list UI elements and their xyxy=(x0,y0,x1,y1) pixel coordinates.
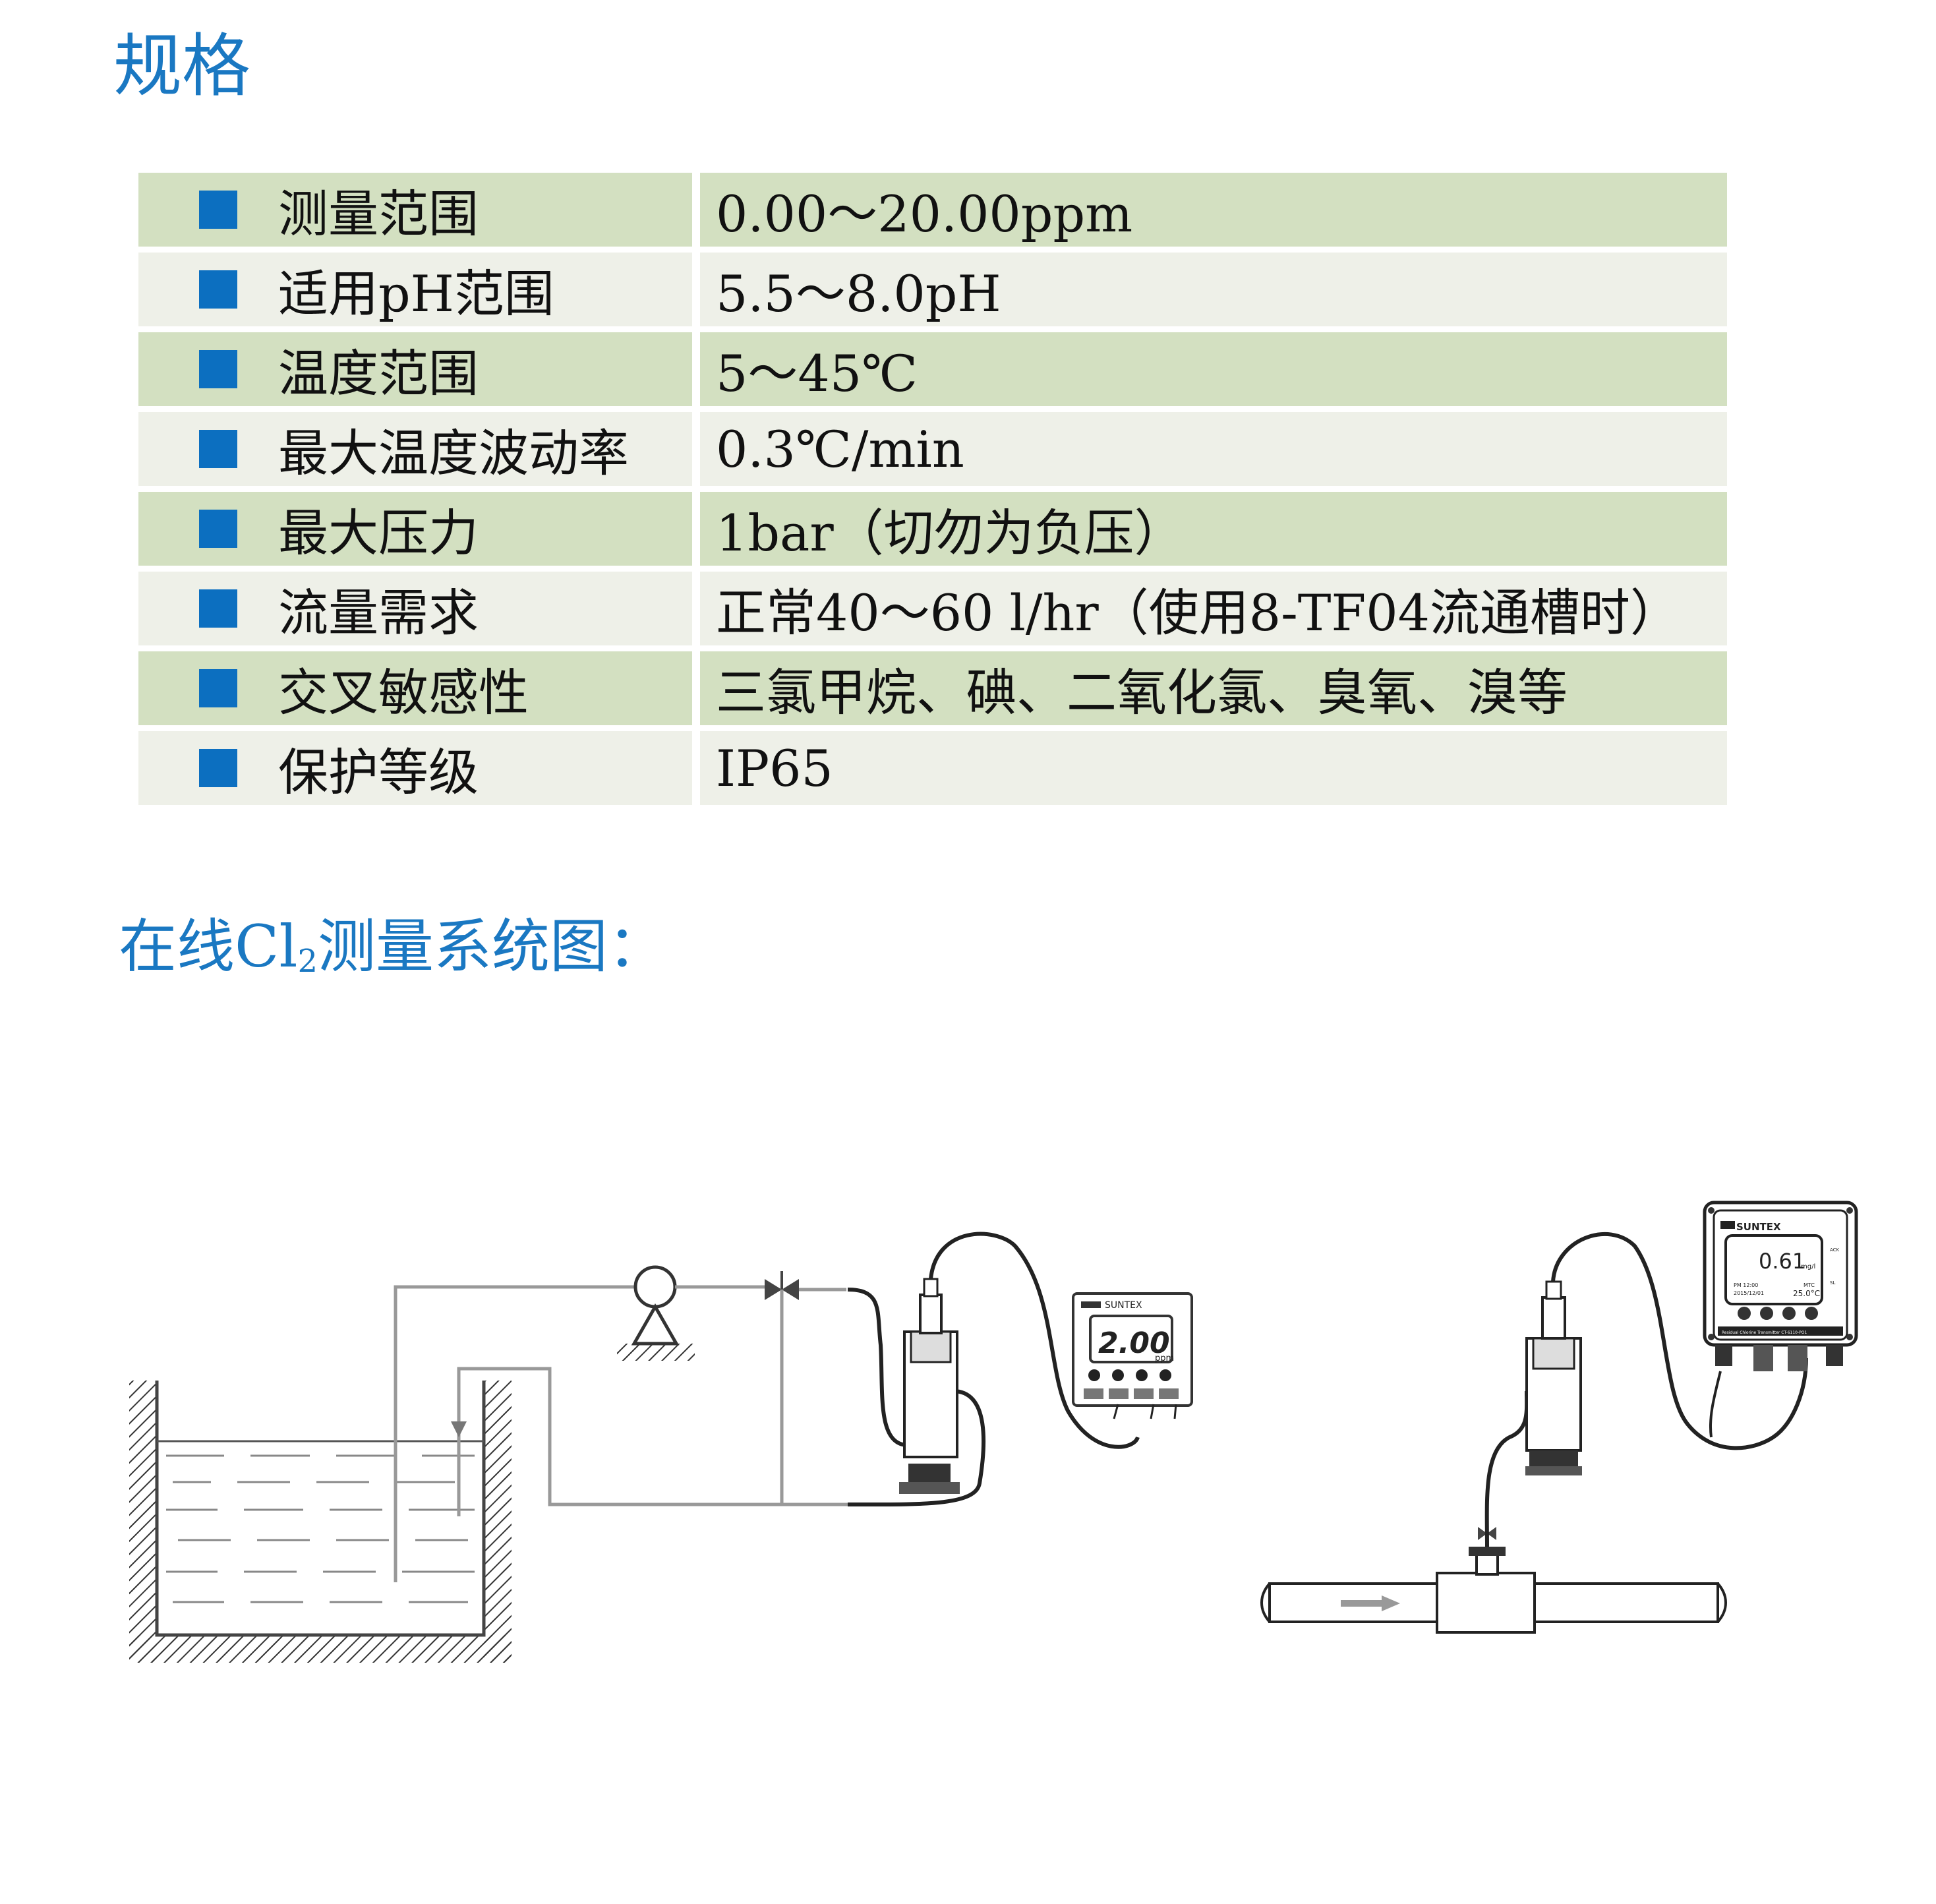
spec-label: 最大温度波动率 xyxy=(278,424,629,483)
spec-row: 最大压力 1bar（切勿为负压） xyxy=(138,492,1727,566)
spec-value: 0.00～20.00ppm xyxy=(700,173,1727,247)
spec-label: 保护等级 xyxy=(278,743,479,802)
spec-table: 测量范围 0.00～20.00ppm 适用pH范围 5.5～8.0pH 温度范围… xyxy=(138,173,1727,811)
right-meter-temperature: 25.0°C xyxy=(1793,1289,1820,1298)
tank xyxy=(129,1381,512,1663)
right-meter-reading: 0.61 xyxy=(1759,1249,1805,1274)
square-bullet-icon xyxy=(199,589,237,628)
right-meter-mode: MTC xyxy=(1804,1282,1815,1288)
spec-value: 0.3℃/min xyxy=(700,412,1727,486)
flow-cell xyxy=(847,1232,1140,1507)
spec-row: 温度范围 5～45℃ xyxy=(138,332,1727,406)
meter-button[interactable] xyxy=(1088,1369,1100,1381)
right-meter-unit: mg/l xyxy=(1801,1263,1815,1270)
right-meter-plate: Residual Chlorine Transmitter CT-6110-PO… xyxy=(1722,1330,1807,1335)
water-lines xyxy=(166,1454,475,1603)
square-bullet-icon xyxy=(199,191,237,229)
return-pipe xyxy=(457,1367,848,1516)
square-bullet-icon xyxy=(199,749,237,787)
meter-button[interactable] xyxy=(1805,1307,1818,1320)
left-meter: SUNTEX 2.00 ppm xyxy=(1072,1292,1193,1419)
spec-row: 测量范围 0.00～20.00ppm xyxy=(138,173,1727,247)
spec-row: 流量需求 正常40～60 l/hr（使用8-TF04流通槽时） xyxy=(138,572,1727,645)
spec-value: 1bar（切勿为负压） xyxy=(700,492,1727,566)
spec-value: 三氯甲烷、碘、二氧化氯、臭氧、溴等 xyxy=(700,651,1727,725)
spec-value: 5.5～8.0pH xyxy=(700,253,1727,326)
spec-row: 最大温度波动率 0.3℃/min xyxy=(138,412,1727,486)
spec-label: 适用pH范围 xyxy=(278,264,554,323)
right-meter-brand: SUNTEX xyxy=(1736,1221,1781,1233)
spec-label: 流量需求 xyxy=(278,583,479,642)
right-meter-side-label: ACK xyxy=(1830,1247,1840,1253)
spec-row: 交叉敏感性 三氯甲烷、碘、二氧化氯、臭氧、溴等 xyxy=(138,651,1727,725)
spec-row: 保护等级 IP65 xyxy=(138,731,1727,805)
meter-button[interactable] xyxy=(1782,1307,1796,1320)
diagram-title: 在线Cl2测量系统图： xyxy=(119,912,666,980)
spec-label: 交叉敏感性 xyxy=(278,663,529,722)
spec-value: 正常40～60 l/hr（使用8-TF04流通槽时） xyxy=(700,572,1727,645)
spec-label: 测量范围 xyxy=(278,185,479,243)
valve-icon xyxy=(765,1271,799,1300)
spec-title: 规格 xyxy=(113,26,251,106)
right-meter-side-label: SL xyxy=(1830,1280,1835,1286)
flow-direction-arrow-icon xyxy=(1382,1595,1400,1611)
right-meter-time: PM 12:00 xyxy=(1734,1282,1758,1288)
left-meter-reading: 2.00 xyxy=(1098,1326,1170,1360)
right-meter: SUNTEX 0.61 mg/l PM 12:00 2015/12/01 MTC… xyxy=(1703,1201,1858,1371)
spec-label: 最大压力 xyxy=(278,504,479,562)
square-bullet-icon xyxy=(199,270,237,309)
left-meter-brand: SUNTEX xyxy=(1105,1300,1142,1311)
spec-label: 温度范围 xyxy=(278,344,479,403)
pump-icon xyxy=(617,1265,695,1361)
right-meter-date: 2015/12/01 xyxy=(1734,1290,1764,1296)
system-diagram: SUNTEX 2.00 ppm xyxy=(129,1201,1858,1663)
suction-pipe xyxy=(394,1285,635,1582)
spec-value: 5～45℃ xyxy=(700,332,1727,406)
tee-valve-icon xyxy=(1478,1527,1496,1540)
right-sensor xyxy=(1484,1232,1808,1547)
square-bullet-icon xyxy=(199,510,237,548)
meter-button[interactable] xyxy=(1760,1307,1773,1320)
meter-button[interactable] xyxy=(1738,1307,1751,1320)
square-bullet-icon xyxy=(199,430,237,468)
flow-arrow-icon xyxy=(451,1421,467,1437)
square-bullet-icon xyxy=(199,669,237,707)
left-meter-unit: ppm xyxy=(1155,1354,1174,1363)
square-bullet-icon xyxy=(199,350,237,388)
meter-button[interactable] xyxy=(1159,1369,1171,1381)
spec-row: 适用pH范围 5.5～8.0pH xyxy=(138,253,1727,326)
meter-button[interactable] xyxy=(1136,1369,1148,1381)
main-pipe xyxy=(1260,1547,1727,1634)
meter-button[interactable] xyxy=(1112,1369,1124,1381)
spec-value: IP65 xyxy=(700,731,1727,805)
